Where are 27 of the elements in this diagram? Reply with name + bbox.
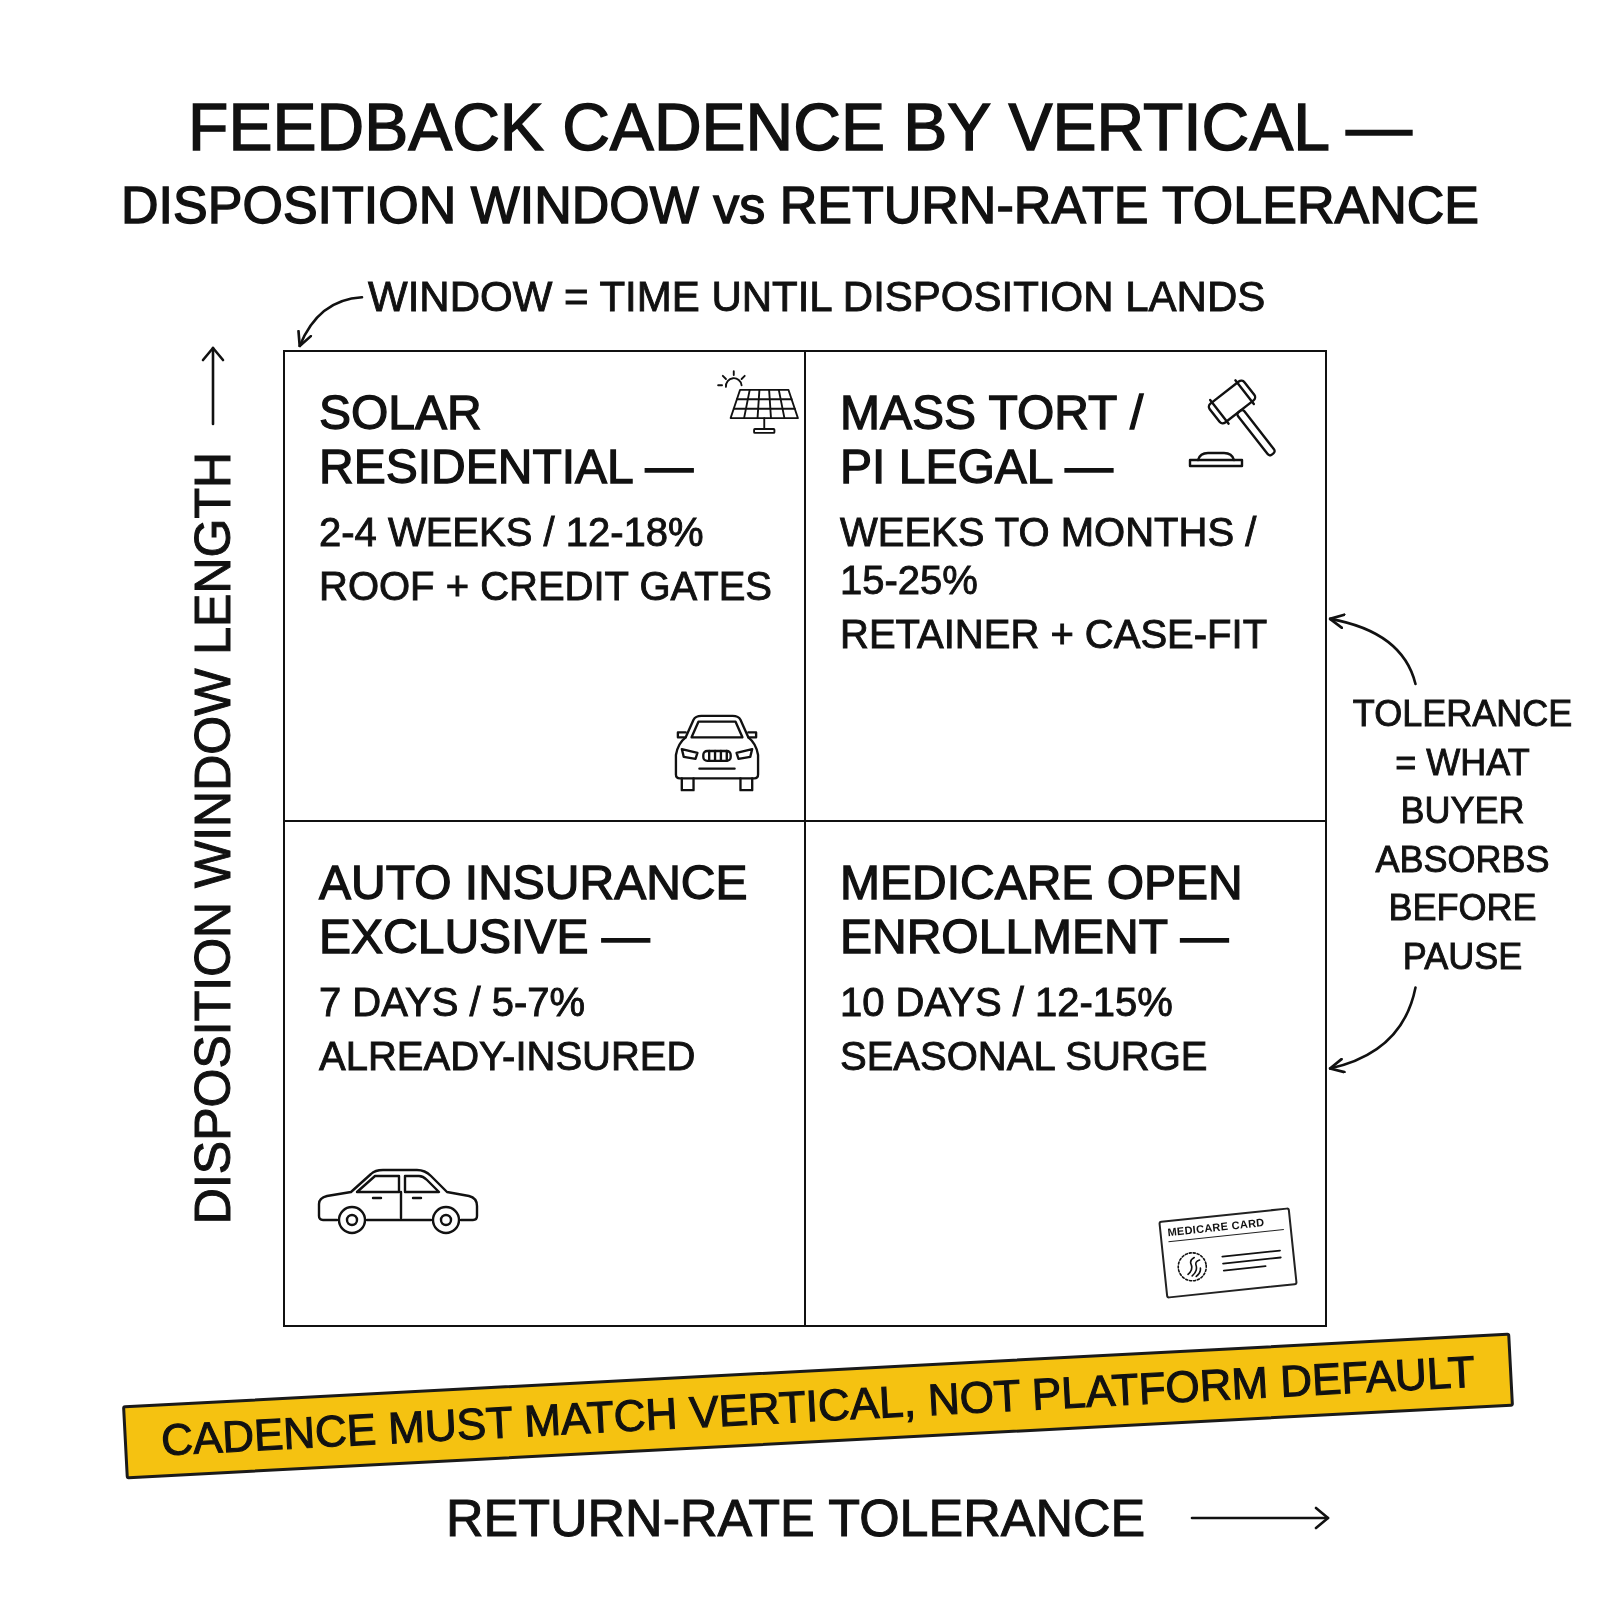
quadrant-panel bbox=[284, 821, 805, 1326]
qualifier-note: RETAINER + CASE-FIT bbox=[840, 610, 1268, 658]
window-and-rate: WEEKS TO MONTHS / 15-25% bbox=[840, 508, 1258, 604]
leader-arrow bbox=[297, 295, 364, 348]
qualifier-note: ROOF + CREDIT GATES bbox=[319, 562, 773, 610]
qualifier-note: ALREADY-INSURED bbox=[319, 1032, 696, 1080]
leader-arrow bbox=[1328, 986, 1417, 1073]
quadrant-heading: AUTO INSURANCE EXCLUSIVE — bbox=[319, 856, 749, 964]
quadrant-panel bbox=[284, 351, 805, 821]
window-and-rate: 2-4 WEEKS / 12-18% bbox=[319, 508, 704, 556]
annotation-text: TOLERANCE = WHAT BUYER ABSORBS BEFORE PAUSE bbox=[1351, 692, 1574, 979]
qualifier-note: SEASONAL SURGE bbox=[840, 1032, 1208, 1080]
window-and-rate: 10 DAYS / 12-15% bbox=[840, 978, 1173, 1026]
quadrant-panel bbox=[805, 821, 1326, 1326]
banner-text: CADENCE MUST MATCH VERTICAL, NOT PLATFORM DEFAULT bbox=[159, 1346, 1477, 1466]
quadrant-heading: MEDICARE OPEN ENROLLMENT — bbox=[840, 856, 1244, 964]
title: FEEDBACK CADENCE BY VERTICAL — DISPOSITION WINDOW vs RETURN-RATE TOLERANCE bbox=[120, 89, 1480, 237]
quadrant-grid bbox=[283, 350, 1327, 1327]
quadrant-heading: MASS TORT / PI LEGAL — bbox=[840, 386, 1145, 494]
leader-arrow bbox=[1328, 613, 1417, 686]
axis-label: RETURN-RATE TOLERANCE bbox=[446, 1488, 1146, 1548]
card-label: MEDICARE CARD bbox=[1166, 1214, 1284, 1243]
quadrant-heading: SOLAR RESIDENTIAL — bbox=[319, 386, 695, 494]
quadrant-panel bbox=[805, 351, 1326, 821]
annotation-text: WINDOW = TIME UNTIL DISPOSITION LANDS bbox=[368, 272, 1266, 322]
window-and-rate: 7 DAYS / 5-7% bbox=[319, 978, 586, 1026]
axis-label: DISPOSITION WINDOW LENGTH bbox=[184, 450, 242, 1227]
